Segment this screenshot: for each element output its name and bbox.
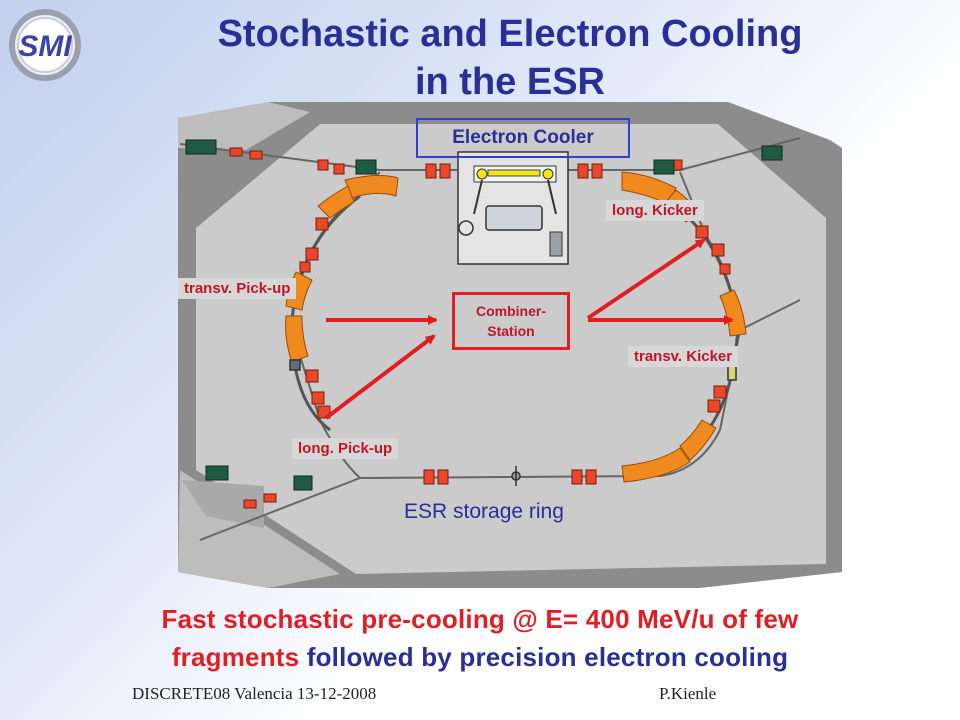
quadrupoles	[229, 147, 731, 509]
esr-ring-label: ESR storage ring	[404, 500, 564, 523]
long-pickup-label: long. Pick-up	[292, 438, 399, 459]
slide-title: Stochastic and Electron Cooling in the E…	[150, 10, 870, 106]
footer-conference: DISCRETE08 Valencia 13-12-2008	[132, 684, 377, 703]
green-components	[185, 139, 783, 491]
signal-arrows	[324, 238, 734, 420]
long-kicker-label: long. Kicker	[606, 200, 704, 221]
summary-fragments: fragments	[171, 642, 300, 672]
summary-line-1: Fast stochastic pre-cooling @ E= 400 MeV…	[161, 604, 799, 634]
arrow-combiner-to-longkicker	[586, 238, 706, 320]
logo-text: SMI	[18, 30, 72, 63]
arrow-longpickup-to-combiner	[324, 334, 436, 420]
smi-logo: SMI	[9, 9, 81, 81]
summary-text: Fast stochastic pre-cooling @ E= 400 MeV…	[40, 600, 920, 676]
combiner-station-box: Combiner- Station	[452, 292, 570, 350]
corner-entrance	[182, 480, 264, 528]
transv-pickup-label: transv. Pick-up	[178, 278, 297, 299]
combiner-line-1: Combiner-	[476, 303, 546, 319]
footer-author: P.Kienle	[659, 684, 717, 703]
electron-cooler-machine	[457, 151, 569, 265]
left-corridor-top	[178, 102, 310, 150]
electron-cooler-label: Electron Cooler	[416, 118, 630, 158]
combiner-line-2: Station	[487, 323, 535, 339]
title-line-1: Stochastic and Electron Cooling	[217, 13, 803, 55]
summary-electron-cooling: followed by precision electron cooling	[299, 642, 789, 672]
transv-kicker-label: transv. Kicker	[628, 346, 739, 367]
beam-diagnostics	[289, 359, 737, 486]
summary-line-2: fragments followed by precision electron…	[40, 638, 920, 676]
title-line-2: in the ESR	[414, 61, 606, 103]
